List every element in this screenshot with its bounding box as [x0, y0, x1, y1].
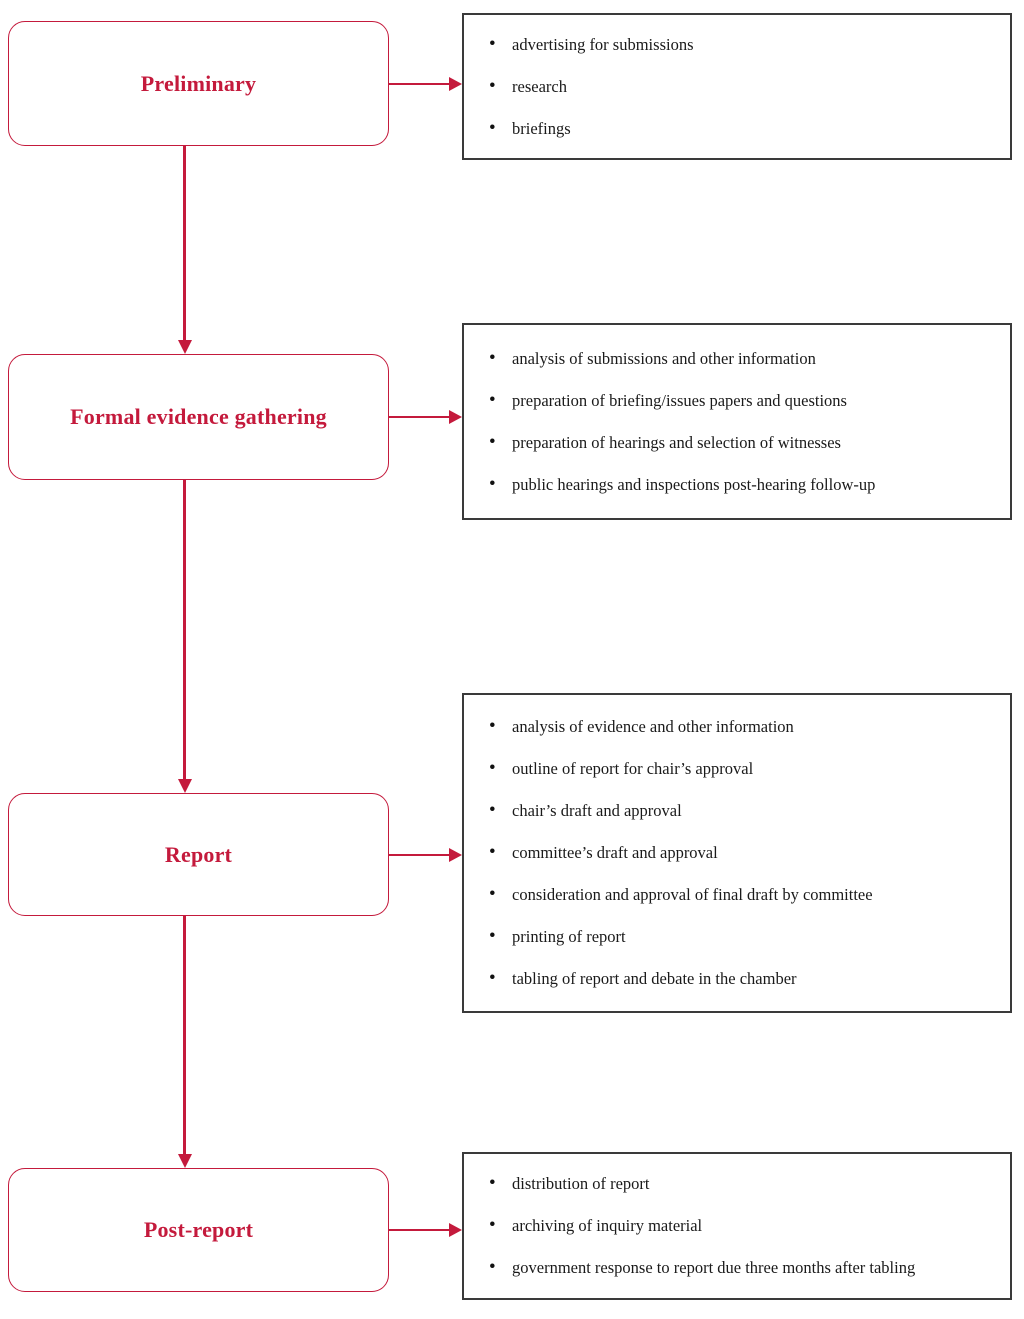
detail-box-preliminary: advertising for submissions research bri…: [462, 13, 1012, 160]
detail-box-formal-evidence-gathering: analysis of submissions and other inform…: [462, 323, 1012, 520]
arrow-shaft: [389, 853, 450, 857]
arrow-right-icon: [389, 1223, 462, 1237]
list-item: preparation of briefing/issues papers an…: [488, 380, 1002, 422]
arrow-shaft: [183, 916, 186, 1156]
list-item: chair’s draft and approval: [488, 790, 1002, 832]
arrow-shaft: [183, 480, 186, 781]
arrow-shaft: [389, 82, 450, 86]
detail-box-post-report: distribution of report archiving of inqu…: [462, 1152, 1012, 1300]
arrow-shaft: [389, 415, 450, 419]
arrow-head-icon: [449, 848, 462, 862]
arrow-head-icon: [177, 1154, 192, 1168]
bullet-list: distribution of report archiving of inqu…: [464, 1163, 1010, 1289]
arrow-head-icon: [177, 340, 192, 354]
stage-label: Post-report: [143, 1217, 254, 1242]
list-item: briefings: [488, 108, 1002, 150]
list-item: distribution of report: [488, 1163, 1002, 1205]
stage-label: Formal evidence gathering: [70, 404, 327, 429]
list-item: archiving of inquiry material: [488, 1205, 1002, 1247]
arrow-head-icon: [449, 1223, 462, 1237]
arrow-head-icon: [449, 410, 462, 424]
bullet-list: analysis of submissions and other inform…: [464, 338, 1010, 506]
stage-box-formal-evidence-gathering: Formal evidence gathering: [8, 354, 389, 480]
arrow-head-icon: [449, 77, 462, 91]
list-item: advertising for submissions: [488, 24, 1002, 66]
arrow-shaft: [183, 146, 186, 342]
arrow-right-icon: [389, 848, 462, 862]
stage-box-report: Report: [8, 793, 389, 916]
list-item: research: [488, 66, 1002, 108]
list-item: consideration and approval of final draf…: [488, 874, 1002, 916]
stage-box-post-report: Post-report: [8, 1168, 389, 1292]
list-item: public hearings and inspections post-hea…: [488, 464, 1002, 506]
arrow-down-icon: [177, 146, 192, 354]
arrow-right-icon: [389, 77, 462, 91]
list-item: preparation of hearings and selection of…: [488, 422, 1002, 464]
arrow-shaft: [389, 1228, 450, 1232]
arrow-head-icon: [177, 779, 192, 793]
stage-label: Preliminary: [140, 70, 257, 96]
bullet-list: analysis of evidence and other informati…: [464, 706, 1010, 1000]
arrow-down-icon: [177, 916, 192, 1168]
list-item: analysis of evidence and other informati…: [488, 706, 1002, 748]
stage-box-preliminary: Preliminary: [8, 21, 389, 146]
list-item: printing of report: [488, 916, 1002, 958]
list-item: government response to report due three …: [488, 1247, 1002, 1289]
list-item: tabling of report and debate in the cham…: [488, 958, 1002, 1000]
arrow-right-icon: [389, 410, 462, 424]
bullet-list: advertising for submissions research bri…: [464, 24, 1010, 150]
list-item: committee’s draft and approval: [488, 832, 1002, 874]
stage-label: Report: [164, 841, 233, 867]
list-item: outline of report for chair’s approval: [488, 748, 1002, 790]
detail-box-report: analysis of evidence and other informati…: [462, 693, 1012, 1013]
arrow-down-icon: [177, 480, 192, 793]
list-item: analysis of submissions and other inform…: [488, 338, 1002, 380]
